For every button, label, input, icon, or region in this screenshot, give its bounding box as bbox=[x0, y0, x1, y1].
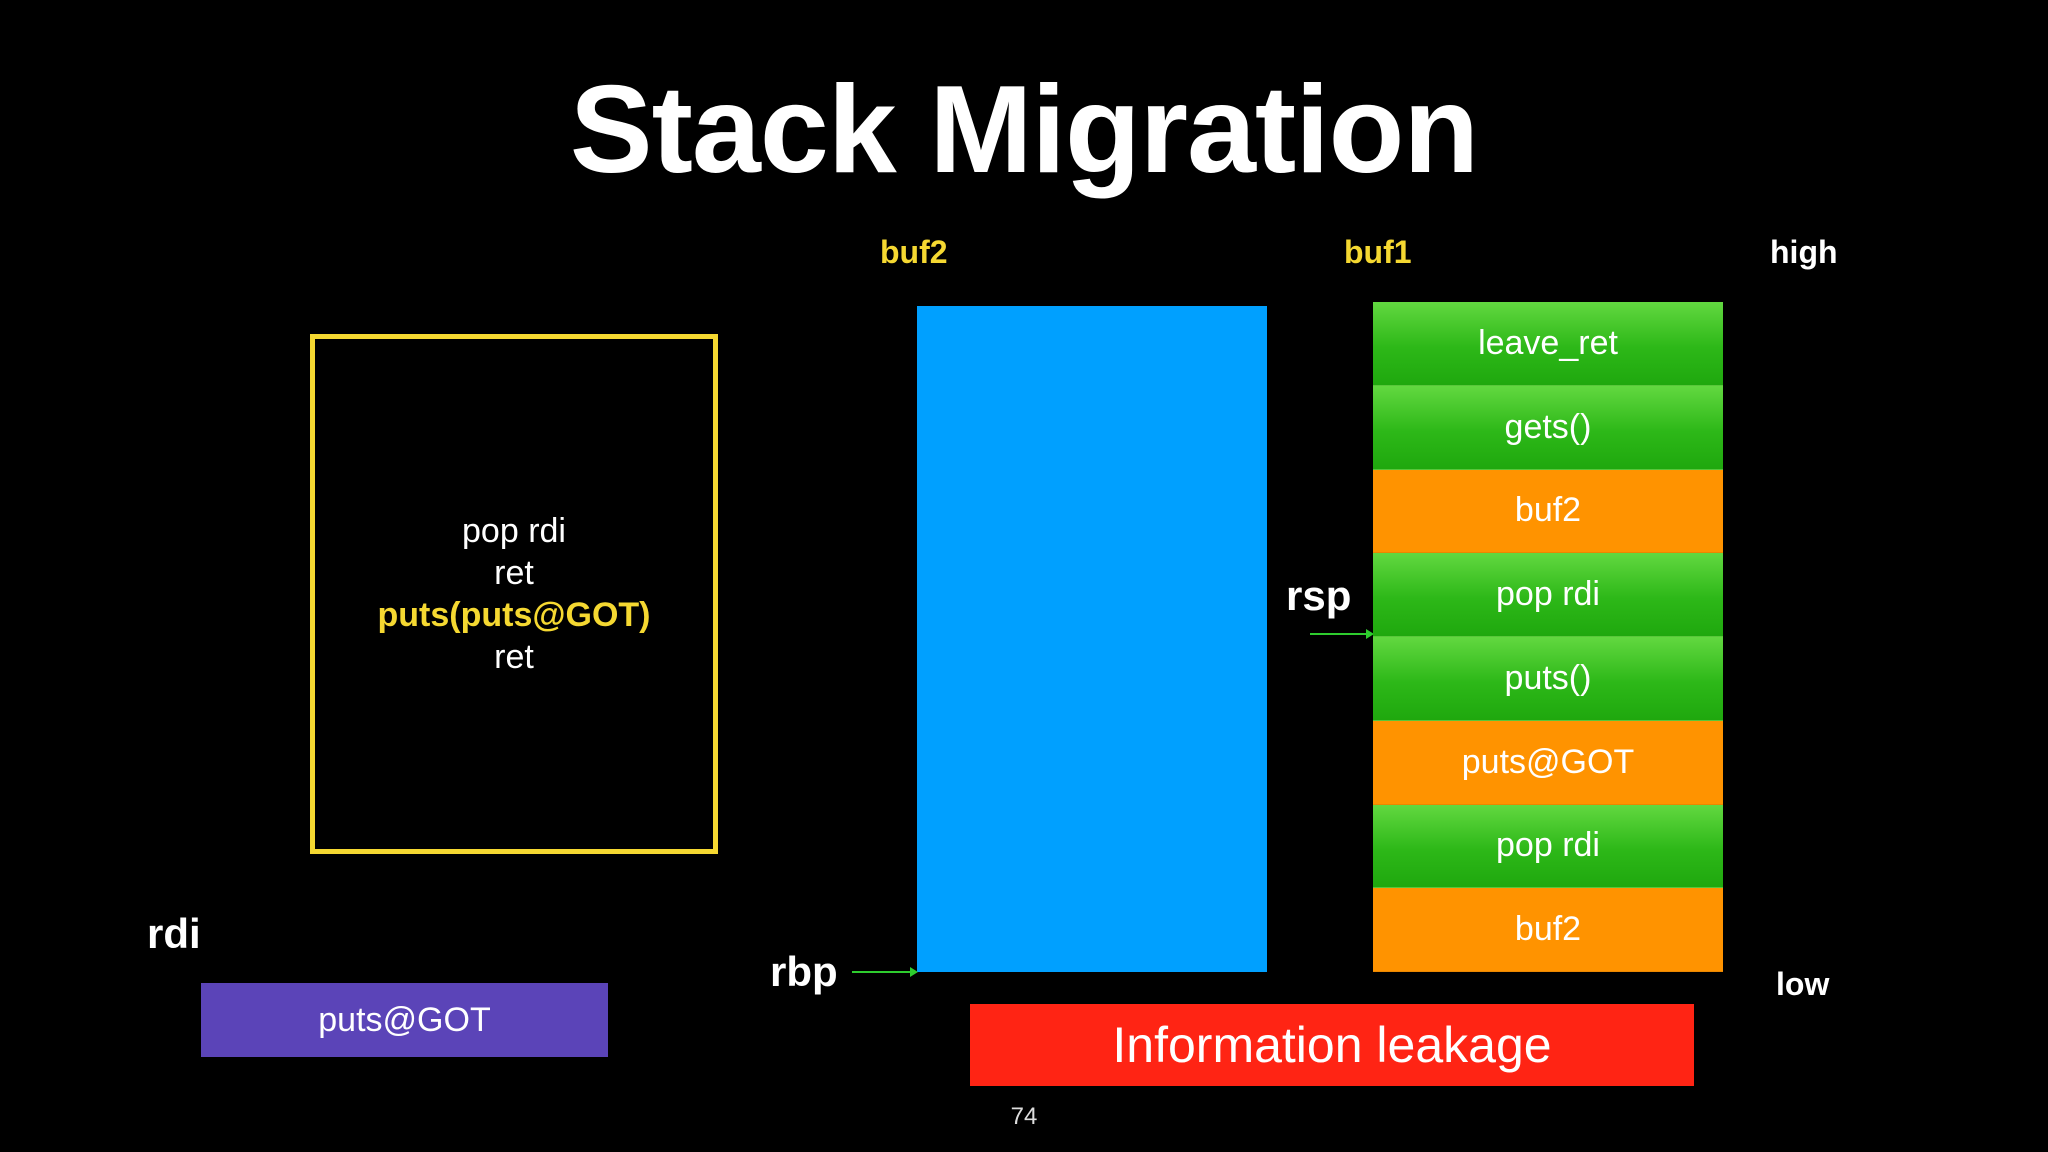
information-leakage-banner: Information leakage bbox=[970, 1004, 1694, 1086]
slide-title: Stack Migration bbox=[569, 61, 1479, 199]
rdi-register-value: puts@GOT bbox=[201, 983, 608, 1057]
gadget-line: pop rdi bbox=[462, 512, 566, 550]
gadget-line: ret bbox=[494, 638, 534, 676]
rbp-arrow-icon bbox=[852, 967, 918, 977]
rsp-register-label: rsp bbox=[1286, 572, 1352, 619]
stack-slot: gets() bbox=[1373, 385, 1723, 470]
rdi-register-label: rdi bbox=[147, 910, 201, 957]
stack-slot: pop rdi bbox=[1373, 804, 1723, 889]
low-address-label: low bbox=[1776, 966, 1830, 1002]
stack-slot: puts@GOT bbox=[1373, 720, 1723, 805]
stack-slot: buf2 bbox=[1373, 888, 1723, 972]
buf1-label: buf1 bbox=[1344, 234, 1412, 270]
gadget-line: ret bbox=[494, 554, 534, 592]
rsp-arrow-icon bbox=[1310, 629, 1374, 639]
buf2-memory-region bbox=[917, 306, 1267, 972]
buf2-label: buf2 bbox=[880, 234, 948, 270]
gadget-line: puts(puts@GOT) bbox=[377, 596, 651, 634]
gadget-sequence-box: pop rdi ret puts(puts@GOT) ret bbox=[310, 334, 718, 854]
stack-slot: pop rdi bbox=[1373, 553, 1723, 637]
rbp-register-label: rbp bbox=[770, 948, 838, 995]
high-address-label: high bbox=[1770, 234, 1838, 270]
stack-slot: leave_ret bbox=[1373, 302, 1723, 386]
stack-slot: buf2 bbox=[1373, 469, 1723, 554]
stack-slot: puts() bbox=[1373, 637, 1723, 721]
page-number: 74 bbox=[1010, 1103, 1038, 1130]
